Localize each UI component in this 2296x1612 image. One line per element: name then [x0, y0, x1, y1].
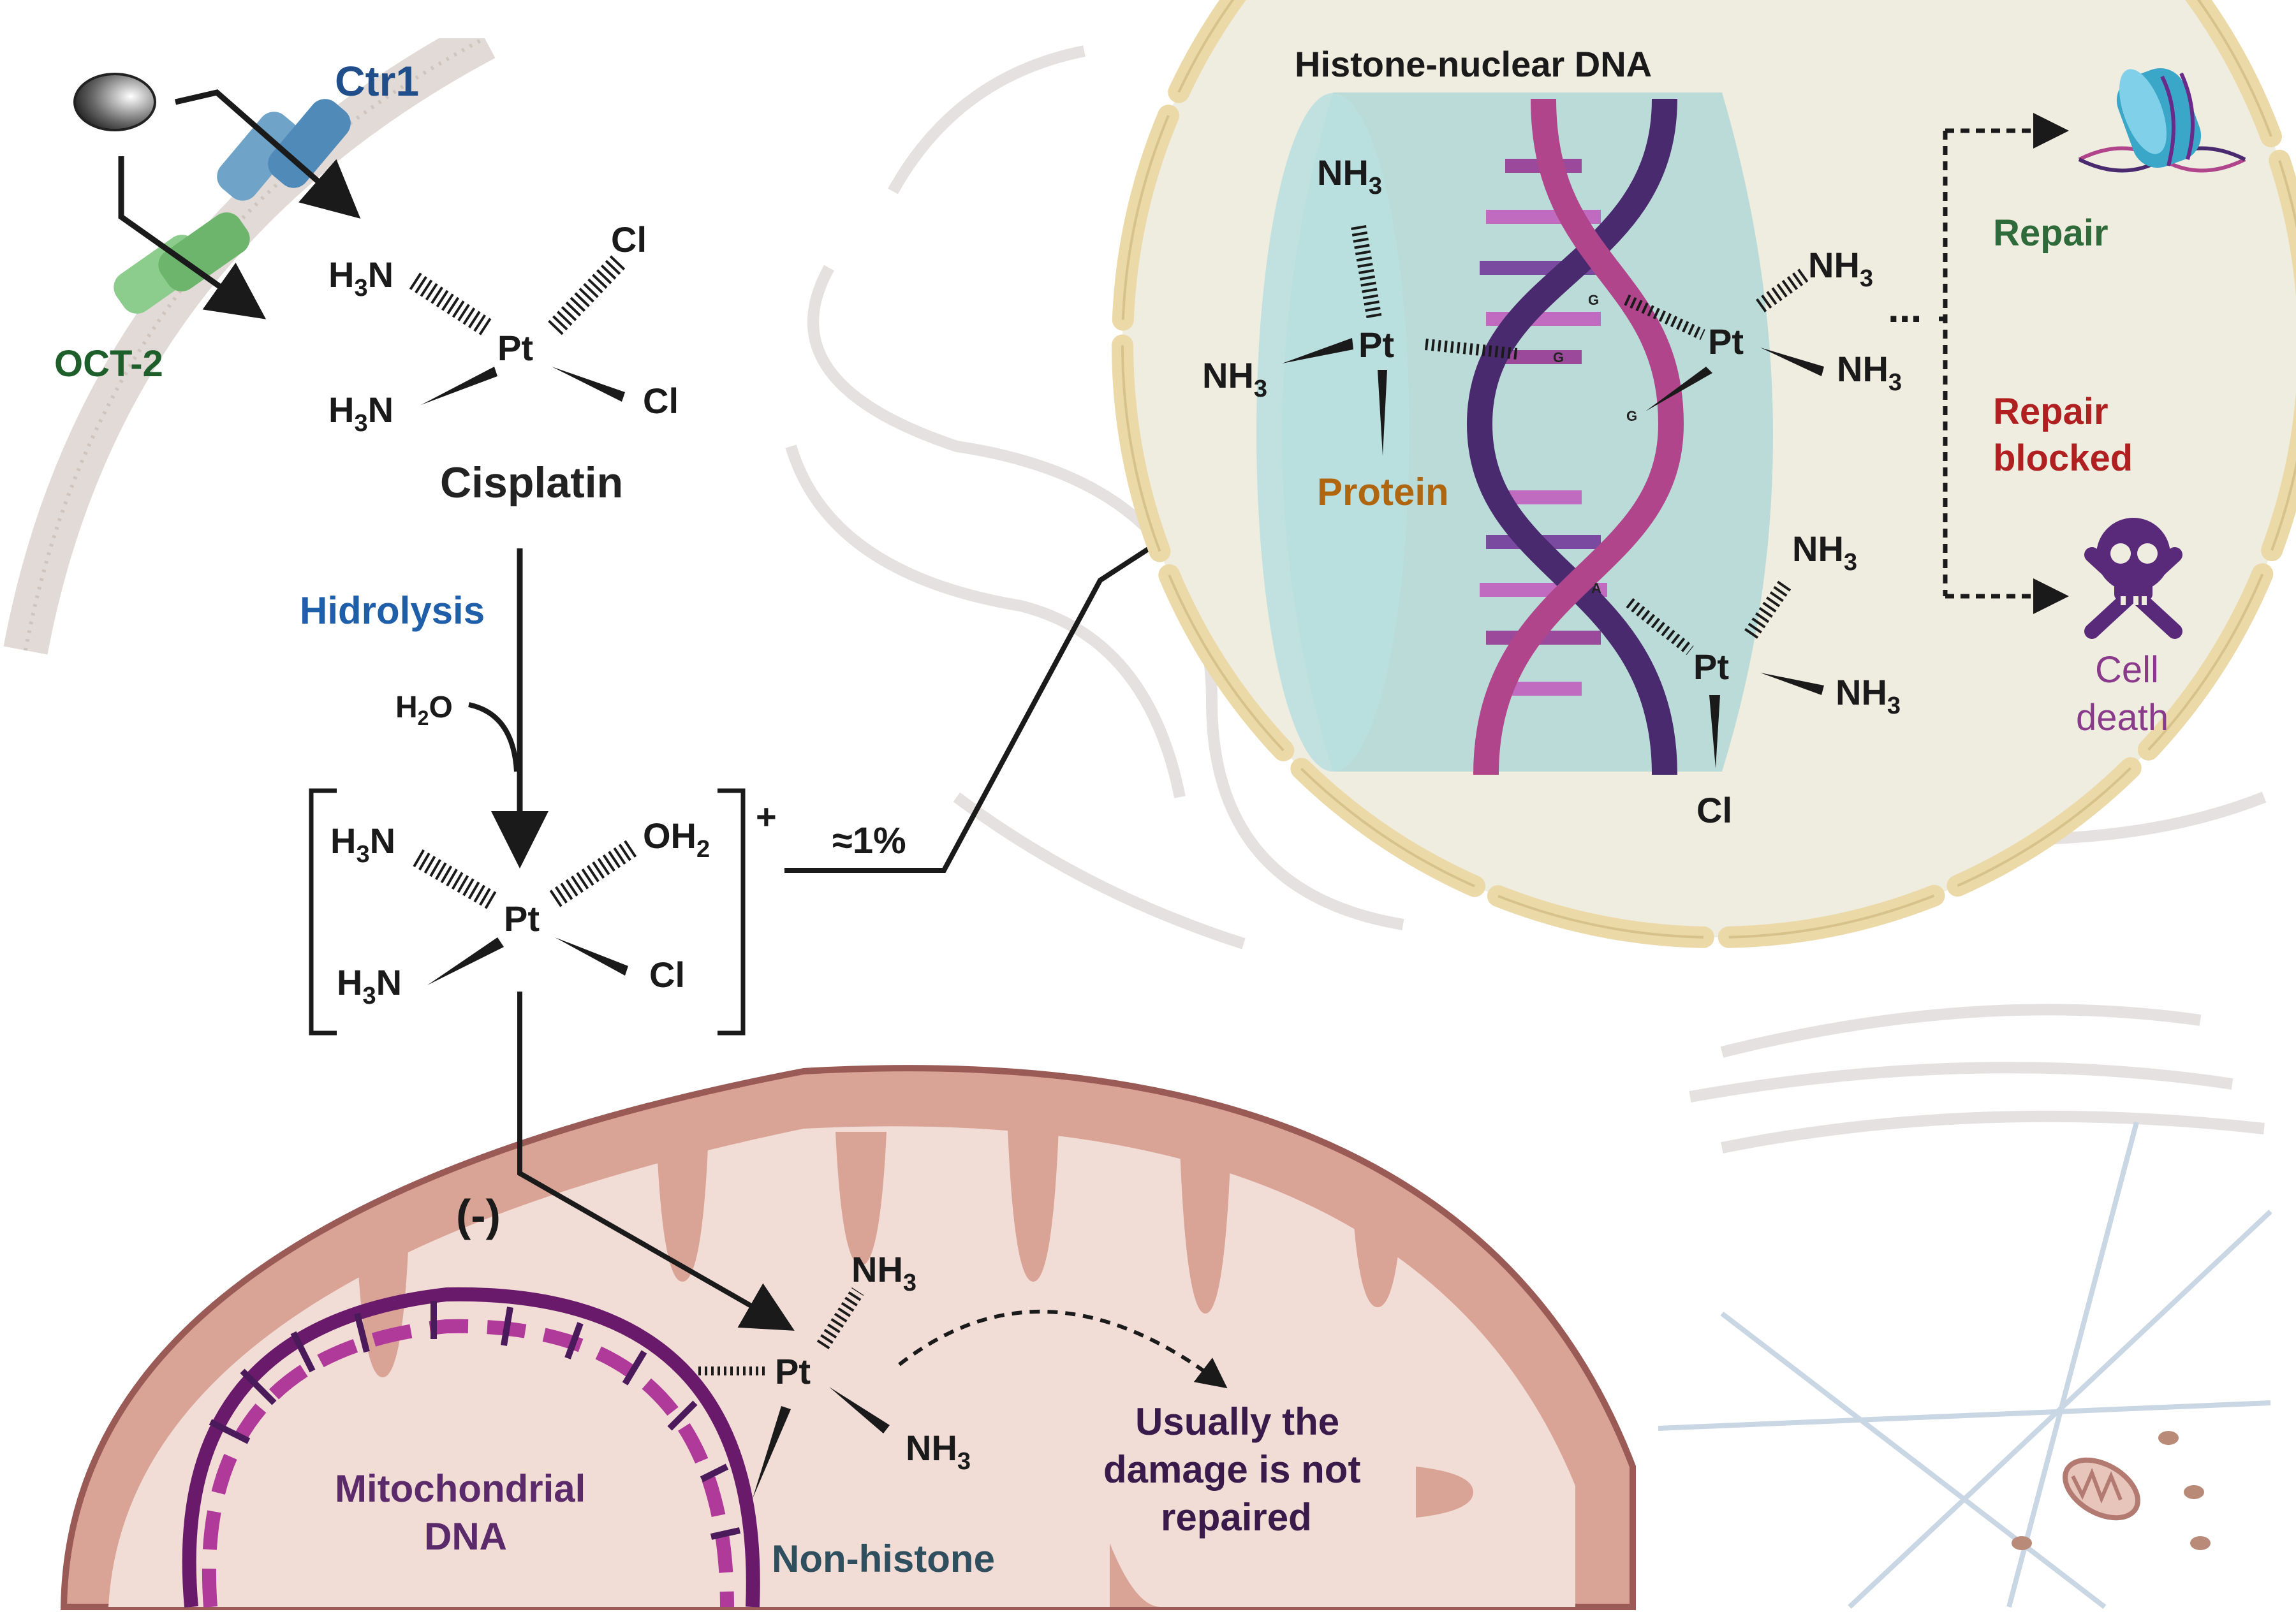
svg-text:NH3: NH3	[1836, 672, 1901, 719]
ctr1-arrow	[174, 89, 361, 219]
non-histone-label: Non-histone	[772, 1537, 995, 1580]
damage-label-3: repaired	[1161, 1496, 1312, 1539]
nucleosome-icon	[2078, 68, 2246, 173]
cisplatin-structure: H3N H3N Pt Cl Cl Cisplatin	[328, 219, 679, 507]
dna-base-labels: G G G A	[1553, 292, 1637, 596]
cisplatin-pt: Pt	[497, 328, 533, 368]
svg-text:G: G	[1553, 349, 1564, 365]
cell-death-label-2: death	[2076, 697, 2168, 738]
vesicles	[2012, 1431, 2211, 1550]
svg-text:Pt: Pt	[1708, 321, 1744, 362]
svg-text:NH3: NH3	[851, 1249, 916, 1296]
mito-charge-label: (-)	[456, 1191, 501, 1240]
dna-pt-adduct-1: Pt NH3 NH3	[1624, 245, 1902, 411]
svg-text:A: A	[1591, 580, 1601, 596]
aquated-cl: Cl	[649, 955, 685, 995]
repair-label: Repair	[1993, 212, 2108, 254]
cisplatin-cl-top: Cl	[611, 219, 647, 260]
protein-label: Protein	[1317, 471, 1449, 513]
mito-pathway-arrow	[517, 992, 795, 1331]
cisplatin-name: Cisplatin	[440, 458, 623, 507]
mito-dna-label-1: Mitochondrial	[335, 1467, 585, 1510]
svg-text:Pt: Pt	[1358, 325, 1394, 365]
hydrolysis-label: Hidrolysis	[300, 589, 485, 632]
repair-branch	[1939, 113, 2069, 614]
aquated-charge: +	[756, 796, 777, 837]
svg-text:Pt: Pt	[1693, 647, 1729, 687]
branch-dots: ...	[1888, 285, 1922, 331]
svg-text:G: G	[1588, 292, 1599, 308]
drug-particle	[73, 73, 156, 131]
oct2-transporter	[114, 212, 250, 314]
cell-death-label-1: Cell	[2095, 649, 2159, 691]
mitochondrial-dna	[182, 1287, 760, 1608]
nucleus-title: Histone-nuclear DNA	[1295, 44, 1652, 84]
damage-dashed-arrow	[898, 1310, 1228, 1389]
dna-pt-adduct-2: Pt NH3 NH3 Cl	[1626, 529, 1901, 830]
aquated-pt: Pt	[504, 898, 540, 939]
svg-text:NH3: NH3	[1808, 245, 1873, 292]
percent-label: ≈1%	[832, 820, 906, 861]
svg-text:Cl: Cl	[1696, 790, 1732, 830]
aquated-h3n-bottom: H3N	[337, 962, 402, 1009]
aquated-oh2: OH2	[643, 816, 710, 863]
svg-text:NH3: NH3	[1317, 152, 1382, 200]
repair-blocked-label-2: blocked	[1993, 437, 2133, 479]
water-label: H2O	[395, 691, 453, 729]
cisplatin-h3n-bottom: H3N	[328, 390, 394, 437]
svg-text:Pt: Pt	[775, 1351, 811, 1391]
svg-text:NH3: NH3	[906, 1428, 971, 1475]
protein-pt-adduct: NH3 NH3 Pt Protein	[1202, 152, 1519, 513]
cisplatin-h3n-top: H3N	[328, 254, 394, 302]
mitochondrion-icon	[2063, 1457, 2140, 1521]
cisplatin-cl-bottom: Cl	[643, 381, 679, 421]
svg-text:NH3: NH3	[1792, 529, 1857, 576]
water-arrow	[468, 702, 519, 772]
nuclear-dna-helix	[1466, 98, 1684, 775]
ctr1-transporter	[217, 99, 351, 201]
svg-text:NH3: NH3	[1837, 349, 1902, 396]
aquated-cisplatin: H3N H3N Pt OH2 Cl +	[309, 788, 777, 1036]
cytoskeleton	[1658, 1121, 2272, 1609]
cell-membrane	[3, 18, 496, 655]
repair-blocked-label-1: Repair	[1993, 391, 2108, 432]
svg-text:NH3: NH3	[1202, 355, 1267, 402]
aquated-h3n-top: H3N	[330, 821, 395, 868]
oct2-arrow	[118, 156, 267, 319]
damage-label-1: Usually the	[1135, 1400, 1339, 1443]
mitochondrion	[60, 1065, 1636, 1610]
mito-pt-adduct: Pt NH3 NH3	[698, 1249, 971, 1498]
oct2-label: OCT-2	[54, 343, 163, 385]
endoplasmic-reticulum	[785, 45, 2267, 1154]
mito-cristae	[357, 1129, 1473, 1607]
damage-label-2: damage is not	[1103, 1448, 1360, 1491]
ctr1-label: Ctr1	[335, 57, 419, 105]
mito-dna-label-2: DNA	[424, 1515, 507, 1558]
svg-text:G: G	[1626, 408, 1637, 424]
histone-cylinder	[1256, 92, 1773, 772]
skull-icon	[2084, 518, 2182, 639]
